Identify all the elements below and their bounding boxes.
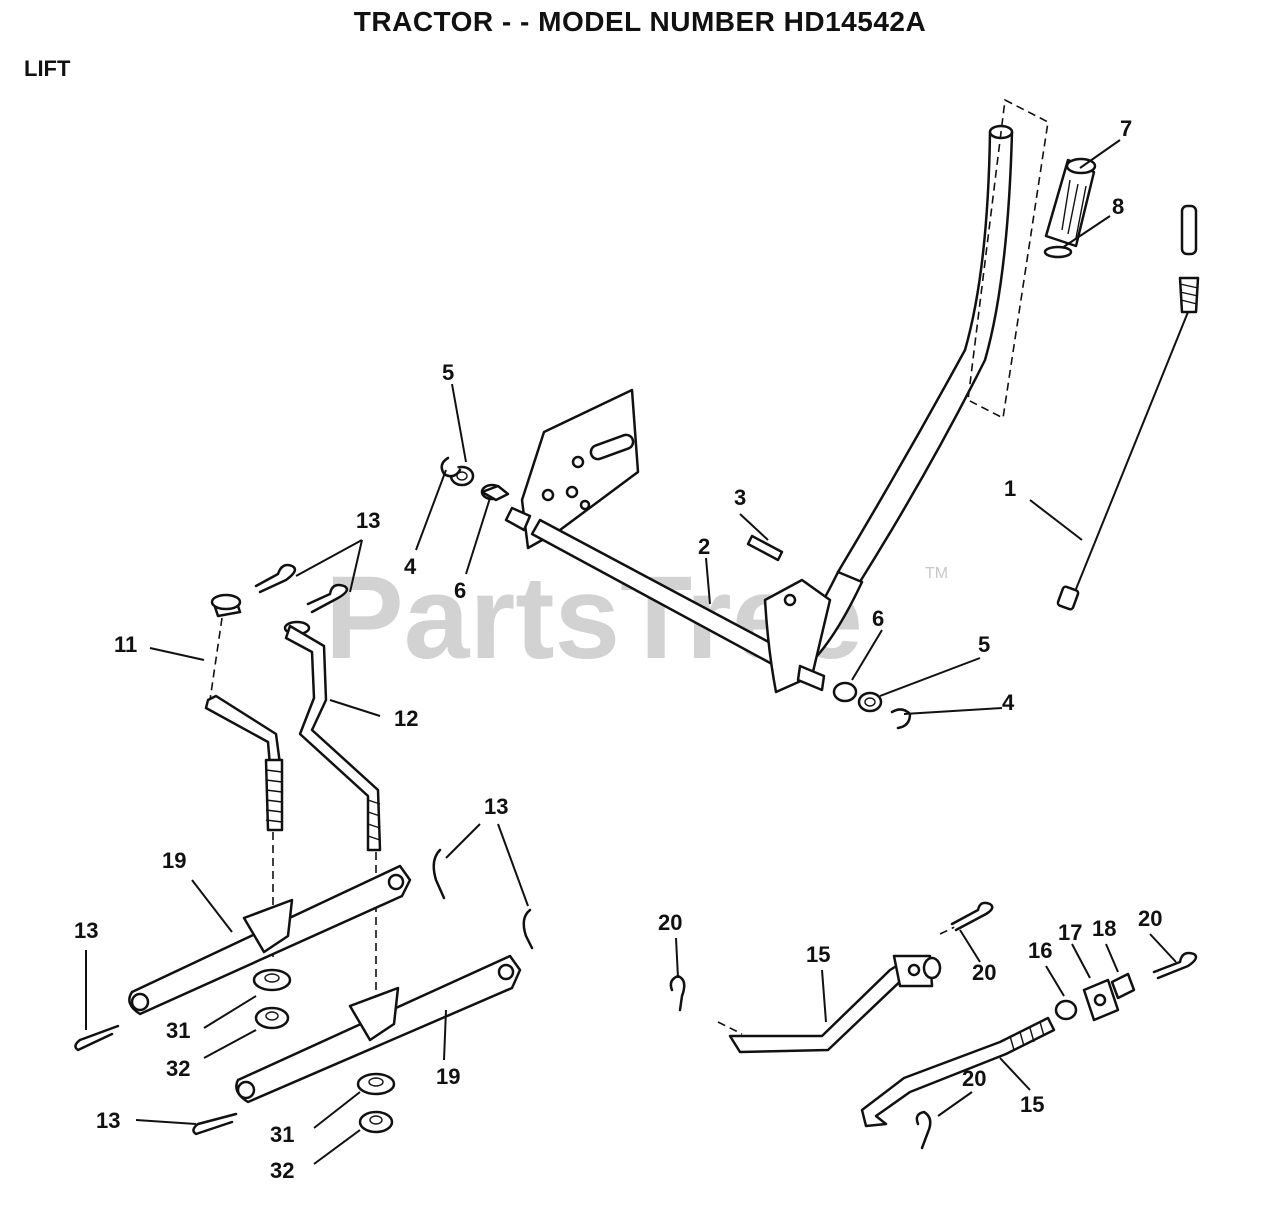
callout-32-upper: 32 xyxy=(166,1056,190,1081)
callout-11: 11 xyxy=(114,632,137,657)
hairpin xyxy=(254,563,297,594)
hairpin xyxy=(522,908,534,950)
hairpin xyxy=(74,1024,120,1052)
clip-right xyxy=(890,708,912,730)
plate-hole xyxy=(579,499,591,511)
callout-13-right: 13 xyxy=(484,794,508,819)
bushing-right xyxy=(832,681,858,703)
hairpin xyxy=(950,901,994,932)
shaft-end xyxy=(796,664,826,692)
plate-hole xyxy=(541,488,555,502)
callout-31-lower: 31 xyxy=(270,1122,294,1147)
callout-19-upper: 19 xyxy=(162,848,186,873)
leader-lines xyxy=(85,139,1177,1165)
page-title: TRACTOR - - MODEL NUMBER HD14542A xyxy=(353,6,927,37)
grip-ring xyxy=(1043,245,1073,259)
hairpin xyxy=(306,583,349,614)
lift-link-right xyxy=(283,620,382,852)
washer-right xyxy=(857,691,883,713)
callout-16: 16 xyxy=(1028,938,1052,963)
callout-4-left: 4 xyxy=(404,554,417,579)
callout-7: 7 xyxy=(1120,116,1132,141)
callout-4-right: 4 xyxy=(1002,690,1015,715)
callout-8: 8 xyxy=(1112,194,1124,219)
adjustment-rod-upper xyxy=(728,954,942,1054)
callout-31-upper: 31 xyxy=(166,1018,190,1043)
callout-5-left: 5 xyxy=(442,360,454,385)
handle-extension-phantom xyxy=(967,98,1049,420)
callout-19-lower: 19 xyxy=(436,1064,460,1089)
hairpin xyxy=(432,848,446,900)
nut-upper xyxy=(254,1006,290,1030)
callout-15-lower: 15 xyxy=(1020,1092,1044,1117)
callout-17: 17 xyxy=(1058,920,1082,945)
hairpin xyxy=(192,1112,238,1136)
callout-15-upper: 15 xyxy=(806,942,830,967)
callout-13-top: 13 xyxy=(356,508,380,533)
callout-1: 1 xyxy=(1004,476,1016,501)
callout-3: 3 xyxy=(734,485,746,510)
watermark-tm: TM xyxy=(925,565,948,582)
callout-18: 18 xyxy=(1092,916,1116,941)
section-label: LIFT xyxy=(24,56,71,81)
jam-nut xyxy=(1054,999,1078,1021)
adjustment-rod-lower xyxy=(860,1016,1056,1128)
callout-5-right: 5 xyxy=(978,632,990,657)
lift-arm-lower xyxy=(235,954,522,1104)
callout-12: 12 xyxy=(394,706,418,731)
nut-lower xyxy=(358,1110,394,1134)
plate-hole xyxy=(565,485,579,499)
plate-hole xyxy=(571,455,585,469)
bushing-left-body xyxy=(480,484,510,502)
shaft-bracket xyxy=(763,578,832,694)
bracket-hole xyxy=(783,593,797,607)
callout-20-bottom: 20 xyxy=(962,1066,986,1091)
lift-link-left xyxy=(204,593,284,832)
hairpin xyxy=(1152,951,1198,980)
callout-20-right: 20 xyxy=(1138,906,1162,931)
callout-13-bottom: 13 xyxy=(96,1108,120,1133)
callout-2: 2 xyxy=(698,534,710,559)
callout-6-right: 6 xyxy=(872,606,884,631)
lift-rod xyxy=(1056,204,1200,611)
callout-6-left: 6 xyxy=(454,578,466,603)
callout-32-lower: 32 xyxy=(270,1158,294,1183)
phantom-line xyxy=(717,1021,743,1035)
hairpin xyxy=(669,974,686,1012)
callout-20-left: 20 xyxy=(658,910,682,935)
callout-13-left: 13 xyxy=(74,918,98,943)
roll-pin xyxy=(746,534,784,562)
hairpin xyxy=(915,1110,932,1150)
lift-arm-upper xyxy=(128,864,412,1016)
trunnion-pin xyxy=(1110,972,1136,1000)
handle-grip xyxy=(1044,157,1097,248)
spacer-upper xyxy=(252,968,292,992)
callout-20-mid: 20 xyxy=(972,960,996,985)
plate-slot xyxy=(589,433,635,461)
spacer-lower xyxy=(356,1072,396,1096)
